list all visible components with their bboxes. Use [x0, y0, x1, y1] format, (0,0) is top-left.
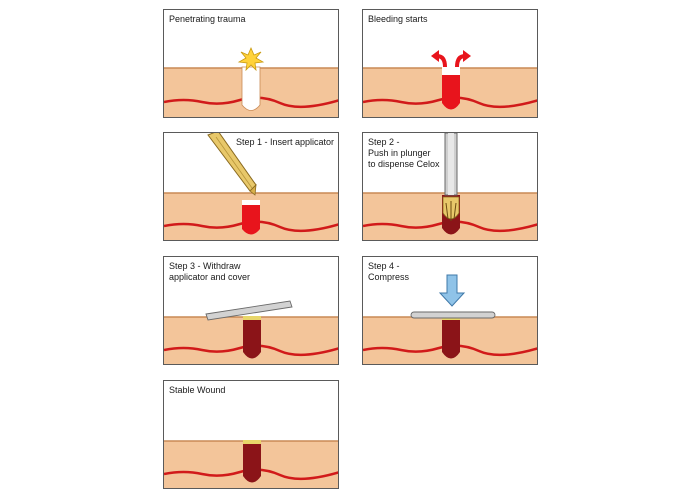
gauze-cover-icon: [410, 311, 496, 319]
panel-step2-push-plunger: Step 2 - Push in plunger to dispense Cel…: [362, 132, 538, 241]
panel-step1-insert-applicator: Step 1 - Insert applicator: [163, 132, 339, 241]
panel-penetrating-trauma: Penetrating trauma: [163, 9, 339, 118]
applicator-icon: [207, 133, 257, 196]
blue-down-arrow-icon: [438, 274, 466, 307]
panel-caption: Bleeding starts: [368, 14, 428, 24]
panel-caption: Penetrating trauma: [169, 14, 246, 24]
plunger-applicator-icon: [442, 133, 460, 221]
panel-caption: Step 4 - Compress: [368, 261, 410, 282]
red-arrow-right-icon: [455, 50, 471, 68]
panel-caption: Step 3 - Withdraw applicator and cover: [169, 261, 251, 282]
panel-caption: Step 2 - Push in plunger to dispense Cel…: [368, 137, 440, 169]
panel-stable-wound: Stable Wound: [163, 380, 339, 489]
panel-step3-withdraw-cover: Step 3 - Withdraw applicator and cover: [163, 256, 339, 365]
panel-bleeding-starts: Bleeding starts: [362, 9, 538, 118]
gauze-cover-icon: [205, 300, 293, 321]
red-arrow-left-icon: [431, 50, 447, 68]
impact-burst-icon: [237, 46, 265, 72]
panel-caption: Stable Wound: [169, 385, 226, 395]
panel-step4-compress: Step 4 - Compress: [362, 256, 538, 365]
panel-caption: Step 1 - Insert applicator: [236, 137, 335, 147]
